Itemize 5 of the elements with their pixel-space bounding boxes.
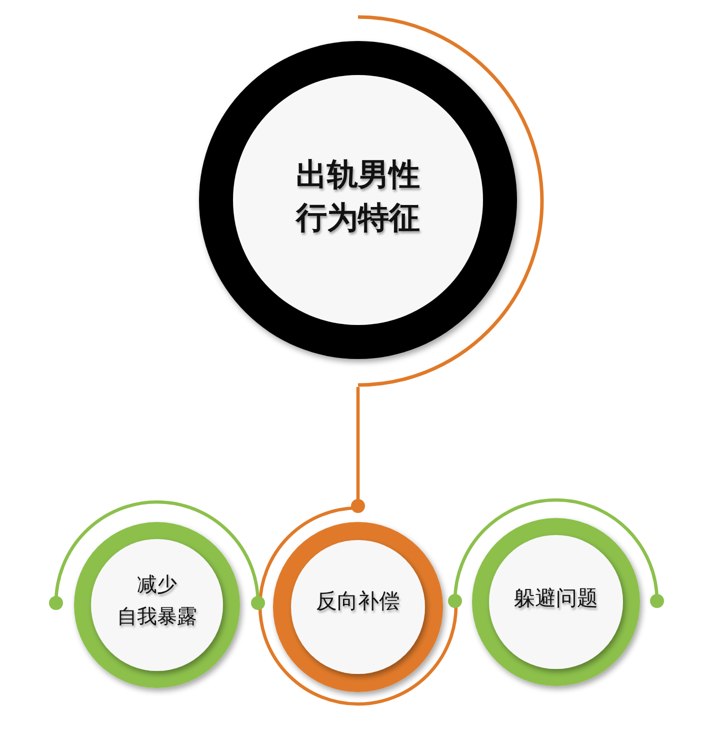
node-label: 反向补偿 (316, 588, 400, 615)
node-label: 减少自我暴露 (116, 571, 198, 630)
node-label: 出轨男性行为特征 (294, 156, 421, 238)
node-label: 躲避问题 (514, 585, 598, 612)
connector-line (351, 387, 365, 513)
